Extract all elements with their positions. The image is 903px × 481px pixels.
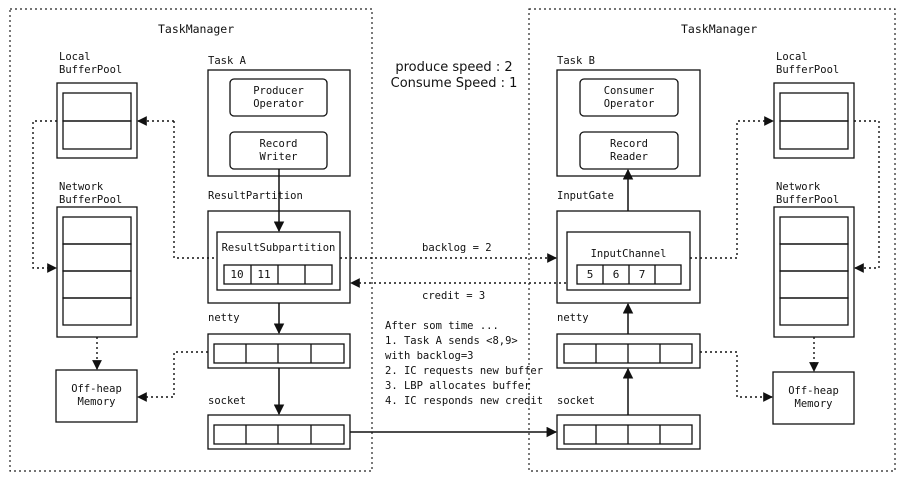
subpartition-cell-1: 10	[230, 268, 244, 281]
left-taskmanager-title: TaskManager	[158, 22, 235, 36]
task-b-title: Task B	[557, 55, 595, 67]
record-writer-label: Record Writer	[259, 138, 298, 163]
right-network-bufferpool	[773, 206, 855, 338]
left-socket-label: socket	[208, 395, 246, 407]
consumer-operator-label: Consumer Operator	[603, 85, 655, 110]
producer-operator-box	[229, 78, 328, 117]
right-local-bufferpool-label: Local BufferPool	[776, 51, 840, 76]
input-channel-label: InputChannel	[590, 248, 667, 260]
left-netty-label: netty	[208, 312, 240, 324]
left-taskmanager-frame	[9, 8, 373, 472]
left-offheap-memory-box	[55, 369, 138, 423]
right-pool-to-network-link	[854, 120, 880, 273]
right-taskmanager-title: TaskManager	[681, 22, 758, 36]
consume-speed-label: Consume Speed : 1	[390, 76, 518, 91]
left-netty-to-offheap-link	[137, 351, 208, 402]
process-notes: After som time ... 1. Task A sends <8,9>…	[385, 320, 544, 407]
left-network-bufferpool-label: Network BufferPool	[59, 181, 123, 206]
left-pool-to-network-link	[32, 120, 57, 273]
right-offheap-memory-box	[772, 371, 855, 425]
left-local-bufferpool-label: Local BufferPool	[59, 51, 123, 76]
subpartition-cell-2: 11	[257, 268, 271, 281]
left-offheap-memory-label: Off-heap Memory	[71, 383, 122, 408]
producer-operator-label: Producer Operator	[253, 85, 304, 110]
consumer-operator-box	[579, 78, 679, 117]
left-network-bufferpool	[56, 206, 138, 338]
produce-speed-label: produce speed : 2	[395, 60, 513, 75]
channel-cell-2: 6	[612, 268, 620, 281]
right-taskmanager-frame	[528, 8, 896, 472]
right-offheap-memory-label: Off-heap Memory	[788, 385, 839, 410]
right-local-pool-link	[690, 116, 774, 259]
channel-cell-3: 7	[638, 268, 646, 281]
input-channel-box	[566, 231, 691, 291]
credit-label: credit = 3	[422, 290, 486, 302]
right-network-bufferpool-label: Network BufferPool	[776, 181, 840, 206]
task-a-title: Task A	[208, 55, 246, 67]
right-netty-to-offheap-link	[700, 351, 773, 402]
result-partition-label: ResultPartition	[208, 190, 303, 202]
backlog-label: backlog = 2	[422, 242, 492, 254]
input-gate-label: InputGate	[557, 190, 614, 202]
right-socket-label: socket	[557, 395, 595, 407]
result-subpartition-label: ResultSubpartition	[221, 242, 336, 254]
record-reader-label: Record Reader	[610, 138, 648, 163]
channel-cell-1: 5	[586, 268, 594, 281]
left-local-pool-link	[173, 121, 217, 259]
right-netty-label: netty	[557, 312, 589, 324]
